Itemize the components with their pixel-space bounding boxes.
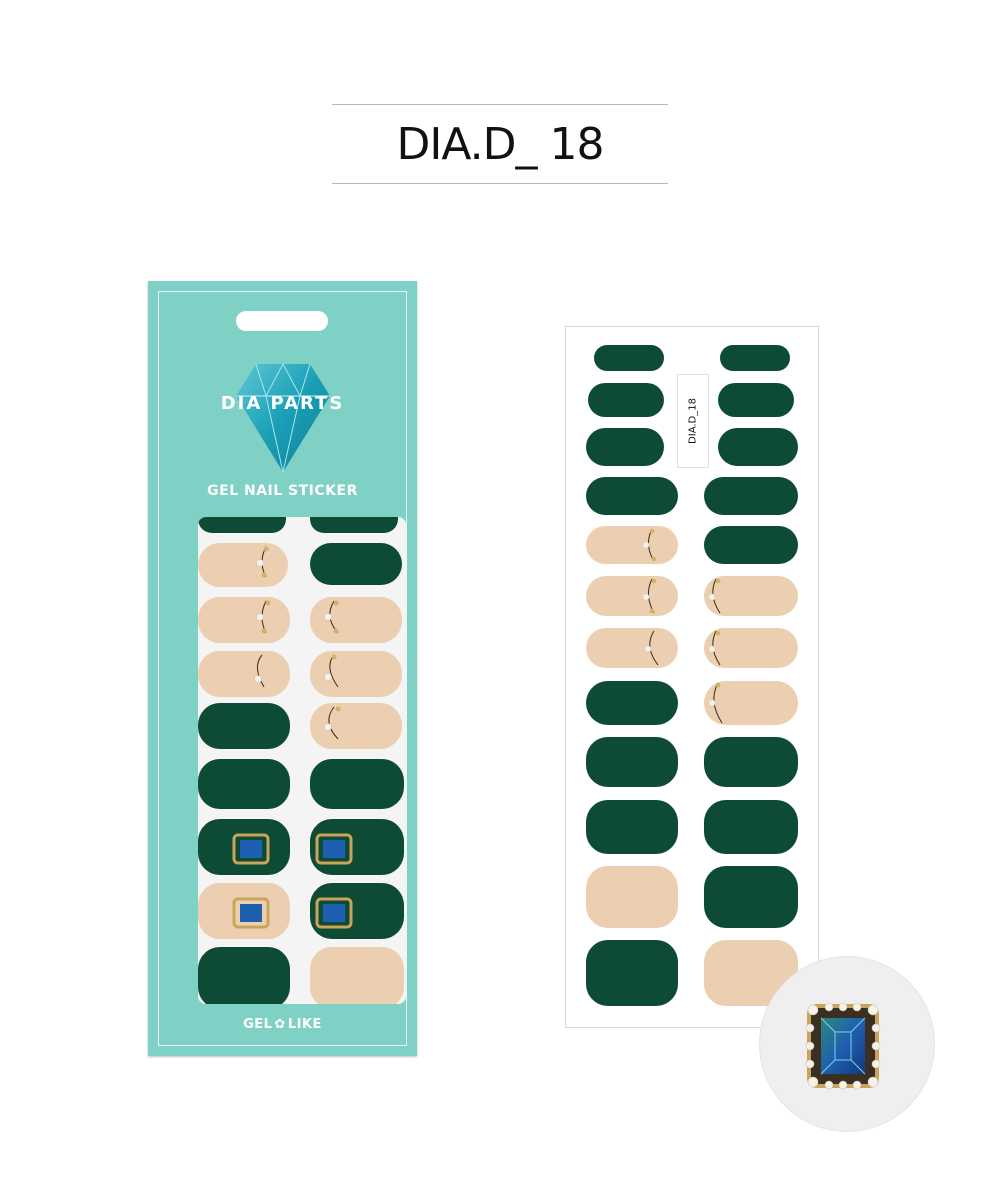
nail-sticker (588, 383, 664, 417)
brand-name: DIA PARTS (220, 393, 345, 414)
nail-sticker (310, 597, 402, 643)
nail-sticker (586, 681, 678, 725)
package-subtitle: GEL NAIL STICKER (207, 483, 358, 499)
nail-sticker (586, 866, 678, 928)
nail-sticker (704, 628, 798, 668)
nail-sticker (718, 428, 798, 466)
nail-sticker (704, 477, 798, 515)
nail-sticker (704, 576, 798, 616)
nail-sticker (310, 543, 402, 585)
nail-sticker (198, 759, 290, 809)
logo-text-left: GEL (243, 1017, 273, 1032)
nail-sticker (586, 526, 678, 564)
nail-sticker (586, 940, 678, 1006)
nail-sticker (586, 477, 678, 515)
nail-sticker (704, 681, 798, 725)
nail-sticker (198, 703, 290, 749)
nail-sticker (310, 759, 404, 809)
nail-sticker (720, 345, 790, 371)
package-window (198, 517, 406, 1004)
nail-sticker (310, 651, 402, 697)
gem-zoom-circle (760, 957, 934, 1131)
nail-sticker (198, 651, 290, 697)
nail-sticker (704, 800, 798, 854)
hang-hole (236, 311, 328, 331)
nail-sticker (586, 428, 664, 466)
sticker-sheet: DIA.D_18 (565, 326, 819, 1028)
gel-like-logo: GEL✿LIKE (148, 1017, 417, 1032)
gem-icon (805, 1002, 881, 1090)
package-border (158, 291, 407, 1046)
product-title: DIA.D_ 18 (396, 118, 604, 170)
nail-sticker (704, 526, 798, 564)
flower-icon: ✿ (274, 1017, 286, 1032)
nail-sticker (310, 517, 398, 533)
nail-sticker (198, 517, 286, 533)
diamond-icon (236, 364, 330, 472)
nail-sticker (594, 345, 664, 371)
nail-sticker (704, 737, 798, 787)
product-title-block: DIA.D_ 18 (332, 104, 668, 184)
logo-text-right: LIKE (287, 1017, 322, 1032)
pearl-chain-decoration (232, 546, 353, 929)
nail-sticker (586, 576, 678, 616)
nail-sticker (718, 383, 794, 417)
product-package: DIA PARTS GEL NAIL STICKER (148, 281, 417, 1056)
nail-sticker (704, 866, 798, 928)
nail-sticker (198, 543, 288, 587)
nail-sticker (586, 800, 678, 854)
nail-sticker (198, 597, 290, 643)
nail-sticker (586, 737, 678, 787)
nail-sticker (586, 628, 678, 668)
nail-sticker (198, 947, 290, 1004)
pearl-chain-decoration (642, 528, 723, 724)
sheet-label-box: DIA.D_18 (677, 374, 709, 468)
nail-sticker (310, 947, 404, 1004)
